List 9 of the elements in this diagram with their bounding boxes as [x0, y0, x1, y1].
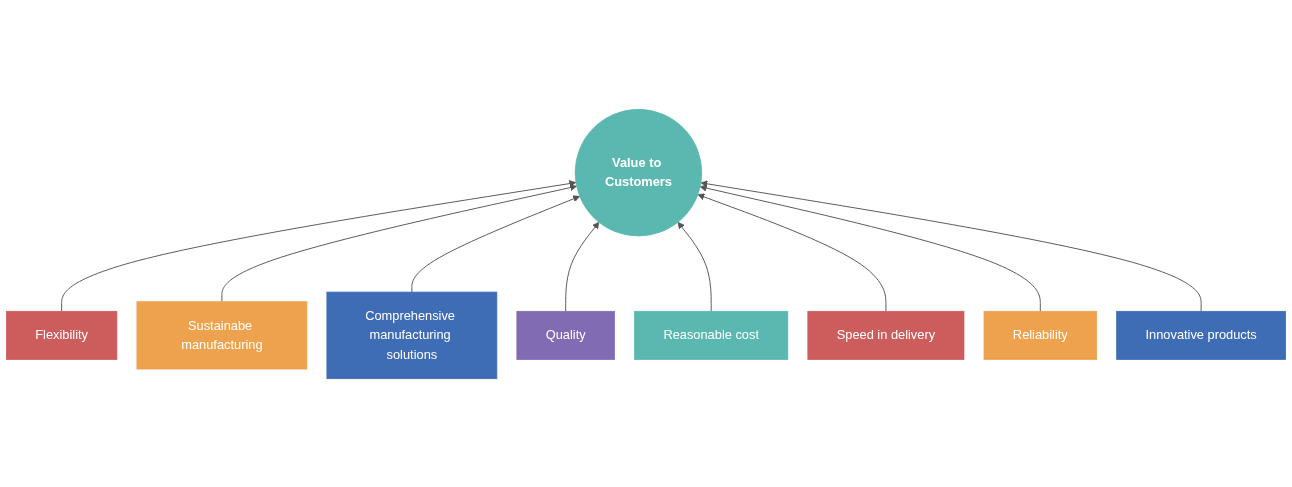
node-circle: Value to Customers	[574, 108, 703, 236]
node-box: Innovative products	[1116, 310, 1286, 360]
node-box: Quality	[516, 310, 615, 360]
node-box: Reliability	[983, 310, 1097, 360]
node-box: Comprehensive manufacturing solutions	[326, 291, 498, 379]
node-box: Flexibility	[6, 310, 118, 360]
node-box: Reasonable cost	[634, 310, 789, 360]
node-box: Sustainabe manufacturing	[136, 300, 308, 369]
node-box: Speed in delivery	[807, 310, 965, 360]
